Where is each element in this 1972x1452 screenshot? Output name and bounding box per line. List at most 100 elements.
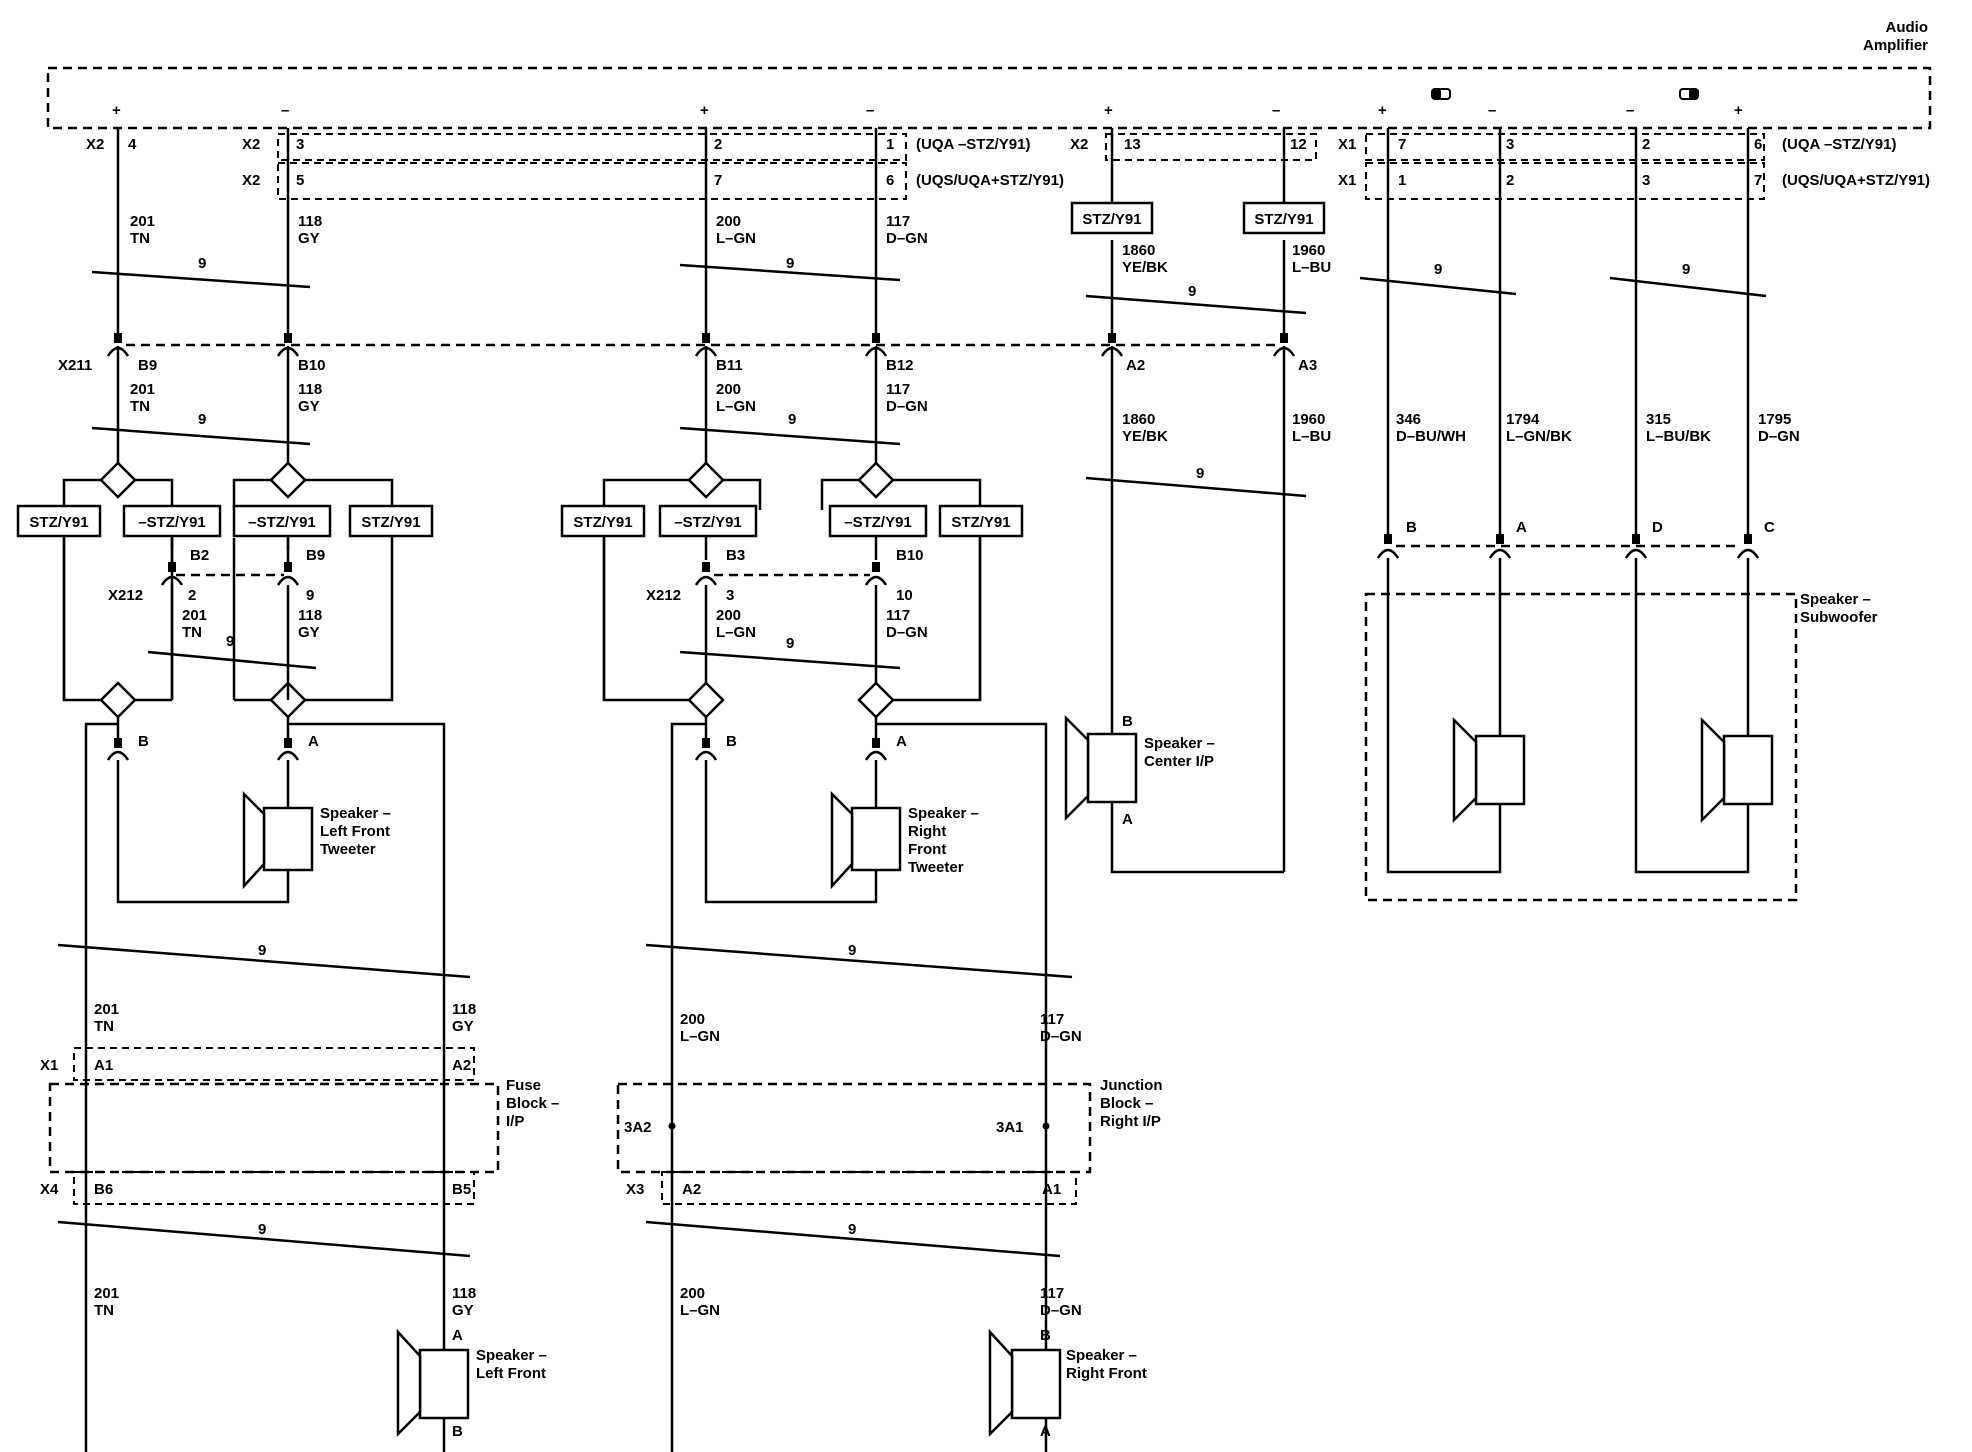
diagram-label: TN — [130, 398, 150, 415]
diagram-label: 9 — [306, 587, 314, 604]
diagram-label: 201 — [182, 607, 207, 624]
diagram-label: TN — [130, 230, 150, 247]
diagram-label: A1 — [1042, 1181, 1061, 1198]
polarity-minus: – — [1626, 102, 1634, 119]
splice-diamond — [99, 461, 137, 499]
diagram-label: 1960 — [1292, 411, 1325, 428]
splice-diamond — [99, 681, 137, 719]
diagram-label: YE/BK — [1122, 259, 1168, 276]
pin-label: 4 — [128, 136, 137, 153]
diagram-label: B2 — [190, 547, 209, 564]
diagram-label: GY — [298, 624, 320, 641]
polarity-plus: + — [1104, 102, 1113, 119]
connector-x2-label: X2 — [1070, 136, 1088, 153]
diagram-label: L–GN/BK — [1506, 428, 1572, 445]
polarity-minus: – — [281, 102, 289, 119]
polarity-minus: – — [866, 102, 874, 119]
diagram-label: 200 — [716, 213, 741, 230]
wires-upper — [116, 128, 1750, 540]
diagram-label: A — [452, 1327, 463, 1344]
diagram-label: L–GN — [716, 230, 756, 247]
diagram-label: L–GN — [716, 624, 756, 641]
diagram-label: B — [452, 1423, 463, 1440]
option-stz-box — [1070, 201, 1154, 235]
speaker-body — [418, 1348, 470, 1420]
diagram-label: 118 — [298, 381, 322, 398]
left-front-speaker: A B Speaker – Left Front — [396, 1327, 547, 1440]
diagram-label: TN — [182, 624, 202, 641]
right-front-tweeter: B A Speaker – Right Front Tweeter — [694, 717, 979, 904]
diagram-label: 3 — [726, 587, 734, 604]
speaker-icon — [1700, 716, 1726, 824]
diagram-label: 9 — [848, 1221, 856, 1238]
bundle-marks-mid: 9 9 9 — [91, 411, 1307, 498]
option-stz-label: STZ/Y91 — [1254, 211, 1313, 228]
diagram-label: Subwoofer — [1800, 609, 1878, 626]
diagram-label: 117 — [1040, 1285, 1064, 1302]
diagram-label: B11 — [716, 357, 743, 374]
diagram-label: GY — [298, 230, 320, 247]
polarity-plus: + — [112, 102, 121, 119]
pin-label: 7 — [1398, 136, 1406, 153]
pin-label: 1 — [886, 136, 894, 153]
diagram-label: 3A1 — [996, 1119, 1024, 1136]
option-stz-label: STZ/Y91 — [1082, 211, 1141, 228]
diagram-label: 200 — [716, 381, 741, 398]
diagram-label: Block – — [506, 1095, 559, 1112]
diagram-label: L–GN — [680, 1302, 720, 1319]
diagram-label: 201 — [94, 1285, 119, 1302]
speaker-icon — [1064, 714, 1090, 822]
diagram-label: B — [138, 733, 149, 750]
splice-diamond — [857, 681, 895, 719]
option-code-label: (UQS/UQA+STZ/Y91) — [916, 172, 1064, 189]
right-front-speaker: B A Speaker – Right Front — [988, 1327, 1147, 1440]
speaker-icon — [830, 790, 854, 890]
diagram-label: B3 — [726, 547, 745, 564]
diagram-label: 118 — [298, 213, 322, 230]
diagram-label: L–GN — [716, 398, 756, 415]
connector-x211: X211 B9 B10 B11 B12 A2 A3 — [58, 343, 1317, 374]
option-stz-box — [938, 504, 1024, 538]
option-code-label: (UQA –STZ/Y91) — [916, 136, 1030, 153]
option-not-stz-box — [828, 504, 928, 538]
diagram-label: 118 — [452, 1285, 476, 1302]
diagram-label: A — [308, 733, 319, 750]
diagram-label: 118 — [452, 1001, 476, 1018]
diagram-label: 1795 — [1758, 411, 1791, 428]
diagram-label: D–GN — [1040, 1302, 1082, 1319]
option-stz-box — [1242, 201, 1326, 235]
diagram-label: 201 — [130, 381, 155, 398]
diagram-label: –STZ/Y91 — [674, 514, 742, 531]
diagram-label: A — [1516, 519, 1527, 536]
splice-diamond — [687, 461, 725, 499]
splice-diamond — [687, 681, 725, 719]
wires-mid — [116, 346, 1286, 872]
diagram-label: 1960 — [1292, 242, 1325, 259]
diagram-label: B10 — [896, 547, 924, 564]
diagram-label: –STZ/Y91 — [844, 514, 912, 531]
diagram-label: –STZ/Y91 — [138, 514, 206, 531]
speaker-icon — [396, 1328, 422, 1438]
diagram-label: GY — [298, 398, 320, 415]
left-front-tweeter: B A Speaker – Left Front Tweeter — [106, 717, 391, 904]
diagram-label: A2 — [682, 1181, 701, 1198]
diagram-label: X3 — [626, 1181, 644, 1198]
diagram-label: B6 — [94, 1181, 113, 1198]
diagram-label: 1794 — [1506, 411, 1540, 428]
diagram-label: 9 — [1434, 261, 1442, 278]
diagram-label: Speaker – — [1144, 735, 1215, 752]
polarity-plus: + — [700, 102, 709, 119]
bundle-marks-upper: 9 9 9 9 9 — [91, 255, 1767, 315]
diagram-label: B9 — [138, 357, 157, 374]
diagram-label: B5 — [452, 1181, 471, 1198]
diagram-label: Right Front — [1066, 1365, 1147, 1382]
diagram-label: Center I/P — [1144, 753, 1214, 770]
diagram-label: 117 — [886, 213, 910, 230]
diagram-label: A — [896, 733, 907, 750]
diagram-label: –STZ/Y91 — [248, 514, 316, 531]
audio-amplifier: Audio Amplifier + – + – + – + – – + — [46, 19, 1932, 130]
option-stz-box — [348, 504, 434, 538]
center-ip-speaker: B A Speaker – Center I/P — [1064, 713, 1284, 874]
diagram-label: STZ/Y91 — [573, 514, 632, 531]
